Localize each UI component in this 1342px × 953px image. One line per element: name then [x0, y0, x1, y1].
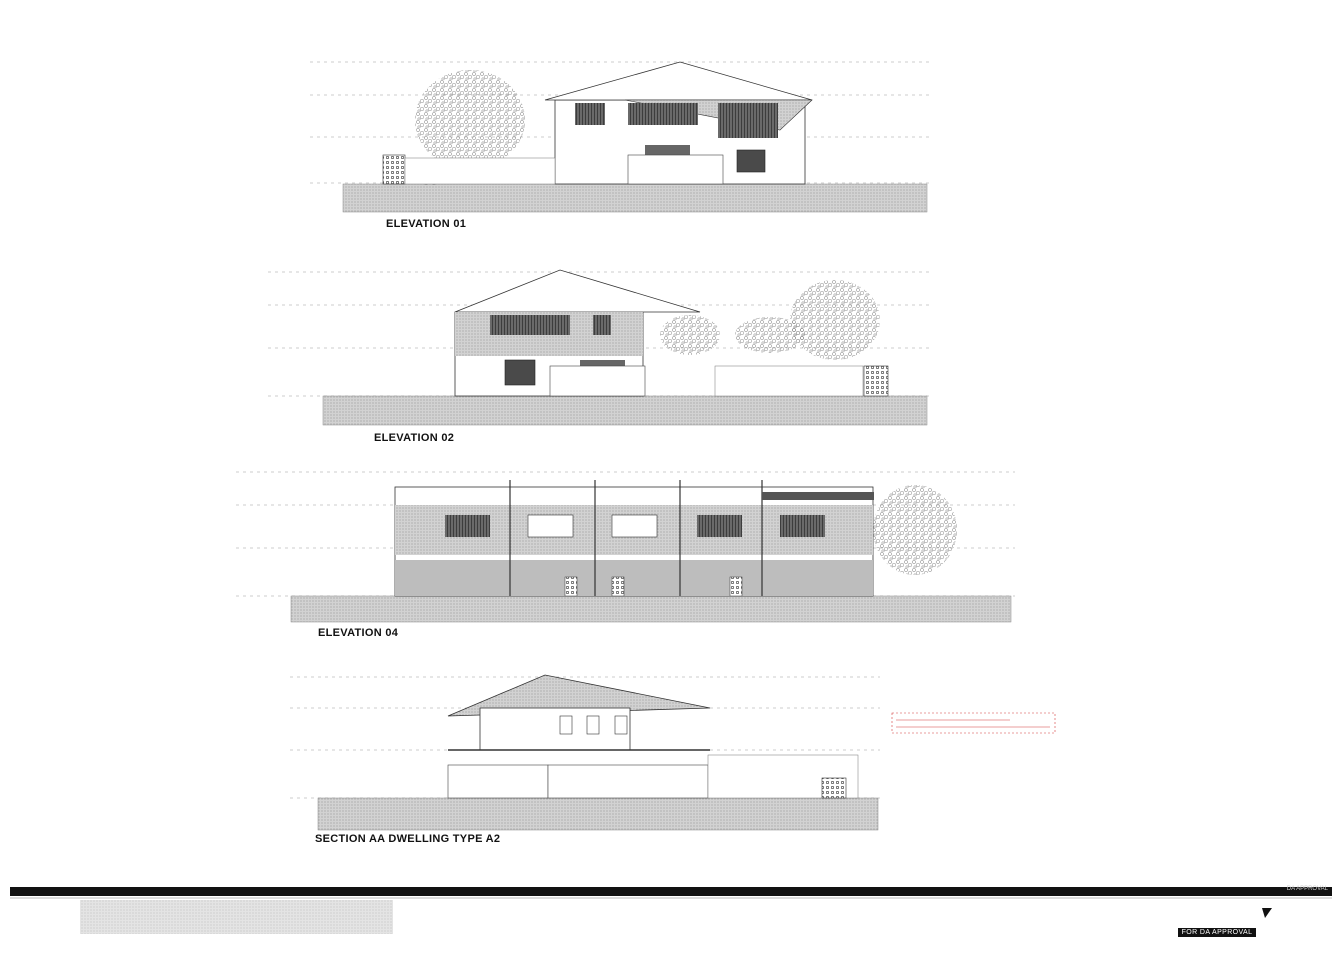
status-stamp: FOR DA APPROVAL: [1178, 928, 1256, 937]
ground-section: [317, 797, 879, 831]
general-note-box: [891, 712, 1056, 734]
window: [593, 315, 611, 335]
boundary-wall: [714, 365, 864, 397]
revision-table: [80, 900, 393, 934]
boundary-wall: [404, 157, 556, 185]
unit-windows: [445, 514, 825, 538]
section-aa-label: SECTION AA DWELLING TYPE A2: [315, 833, 501, 845]
ground-section: [342, 183, 928, 213]
fence-screen: [821, 777, 847, 799]
ground-section: [322, 395, 928, 426]
ground-level: [395, 560, 873, 596]
title-block-bar: DA APPROVAL: [10, 886, 1332, 896]
fence: [549, 365, 646, 397]
roof-overhang: [762, 492, 874, 500]
ground-section: [290, 595, 1012, 623]
tree: [415, 70, 525, 170]
elevation-02-label: ELEVATION 02: [374, 432, 455, 444]
tree: [873, 485, 957, 575]
title-strip-label: DA APPROVAL: [1286, 886, 1328, 892]
opening: [586, 715, 600, 735]
window: [490, 315, 570, 335]
ground-screens: [564, 576, 743, 597]
fence: [627, 154, 724, 185]
elevation-02-drawing: [268, 269, 930, 426]
window: [736, 149, 766, 173]
elevation-04-label: ELEVATION 04: [318, 627, 399, 639]
window: [504, 359, 536, 386]
ground-floor: [547, 764, 709, 799]
awning: [580, 360, 625, 368]
tree: [735, 317, 805, 353]
window: [575, 103, 605, 125]
roof: [544, 61, 813, 101]
north-arrow-icon: [1262, 908, 1272, 918]
roof: [454, 269, 701, 313]
elevation-01-drawing: [310, 61, 930, 213]
ground-floor: [447, 764, 549, 799]
balcony-screen: [718, 103, 778, 138]
fence-screen: [382, 154, 406, 185]
fence-screen: [863, 365, 889, 397]
section-aa-drawing: [290, 674, 1056, 831]
title-block: [10, 897, 1332, 934]
tree: [790, 280, 880, 360]
elevation-01-label: ELEVATION 01: [386, 218, 467, 230]
window: [628, 103, 698, 125]
opening: [614, 715, 628, 735]
elevation-04-drawing: [236, 471, 1015, 623]
awning: [645, 145, 690, 155]
tree: [660, 315, 720, 355]
upper-floor: [479, 707, 631, 751]
opening: [559, 715, 573, 735]
